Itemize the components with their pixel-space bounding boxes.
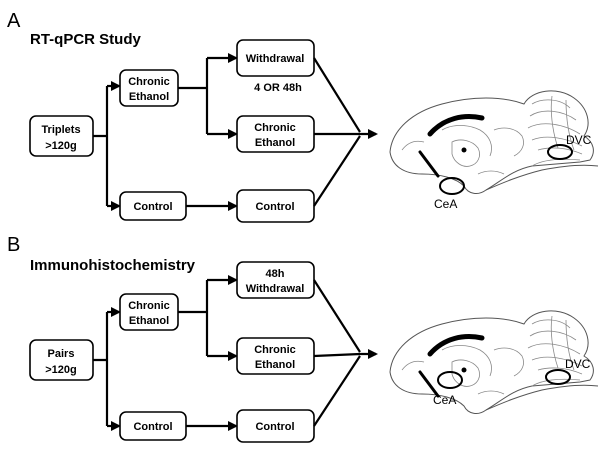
withdrawal-label: Withdrawal — [246, 53, 305, 65]
panel-letter: A — [7, 10, 21, 32]
control-box-2: Control — [236, 189, 315, 223]
control-label: Control — [133, 421, 172, 433]
start-label-line1: Triplets — [41, 124, 80, 136]
dvc-region-marker — [547, 144, 573, 160]
panel-title: RT-qPCR Study — [30, 31, 141, 48]
control-box: Control — [119, 411, 187, 441]
chronic2-label-line2: Ethanol — [255, 137, 295, 149]
cea-label: CeA — [434, 197, 457, 211]
control-box-2: Control — [236, 409, 315, 443]
panel-a: A RT-qPCR Study Triplets >120g Chronic E… — [7, 10, 598, 223]
cea-region-marker — [437, 371, 463, 389]
start-label-line2: >120g — [45, 364, 77, 376]
start-label-line2: >120g — [45, 140, 77, 152]
withdrawal-box: 48h Withdrawal — [236, 261, 315, 299]
cea-region-marker — [439, 177, 465, 195]
panel-b: B Immunohistochemistry Pairs >120g Chron… — [7, 234, 598, 443]
chronic2-label-line2: Ethanol — [255, 359, 295, 371]
panel-title: Immunohistochemistry — [30, 257, 196, 274]
chronic-ethanol-box-2: Chronic Ethanol — [236, 115, 315, 153]
chronic2-label-line1: Chronic — [254, 344, 296, 356]
dvc-label: DVC — [565, 357, 591, 371]
panel-letter: B — [7, 234, 20, 256]
withdrawal-box: Withdrawal — [236, 39, 315, 77]
cea-label: CeA — [433, 393, 456, 407]
control2-label: Control — [255, 201, 294, 213]
chronic2-label-line1: Chronic — [254, 122, 296, 134]
dvc-label: DVC — [566, 133, 592, 147]
start-box: Pairs >120g — [29, 339, 94, 381]
chronic-ethanol-box: Chronic Ethanol — [119, 69, 179, 107]
dvc-region-marker — [545, 369, 571, 385]
chronic-label-line1: Chronic — [128, 76, 170, 88]
chronic-label-line1: Chronic — [128, 300, 170, 312]
withdrawal-label-line2: Withdrawal — [246, 283, 305, 295]
withdrawal-label-line1: 48h — [266, 268, 285, 280]
withdrawal-duration: 4 OR 48h — [254, 82, 302, 94]
start-box: Triplets >120g — [29, 115, 94, 157]
brain-sagittal-illustration — [390, 91, 598, 194]
chronic-label-line2: Ethanol — [129, 91, 169, 103]
chronic-ethanol-box: Chronic Ethanol — [119, 293, 179, 331]
chronic-ethanol-box-2: Chronic Ethanol — [236, 337, 315, 375]
brain-sagittal-illustration — [390, 311, 598, 414]
control-label: Control — [133, 201, 172, 213]
control2-label: Control — [255, 421, 294, 433]
start-label-line1: Pairs — [48, 348, 75, 360]
chronic-label-line2: Ethanol — [129, 315, 169, 327]
control-box: Control — [119, 191, 187, 221]
